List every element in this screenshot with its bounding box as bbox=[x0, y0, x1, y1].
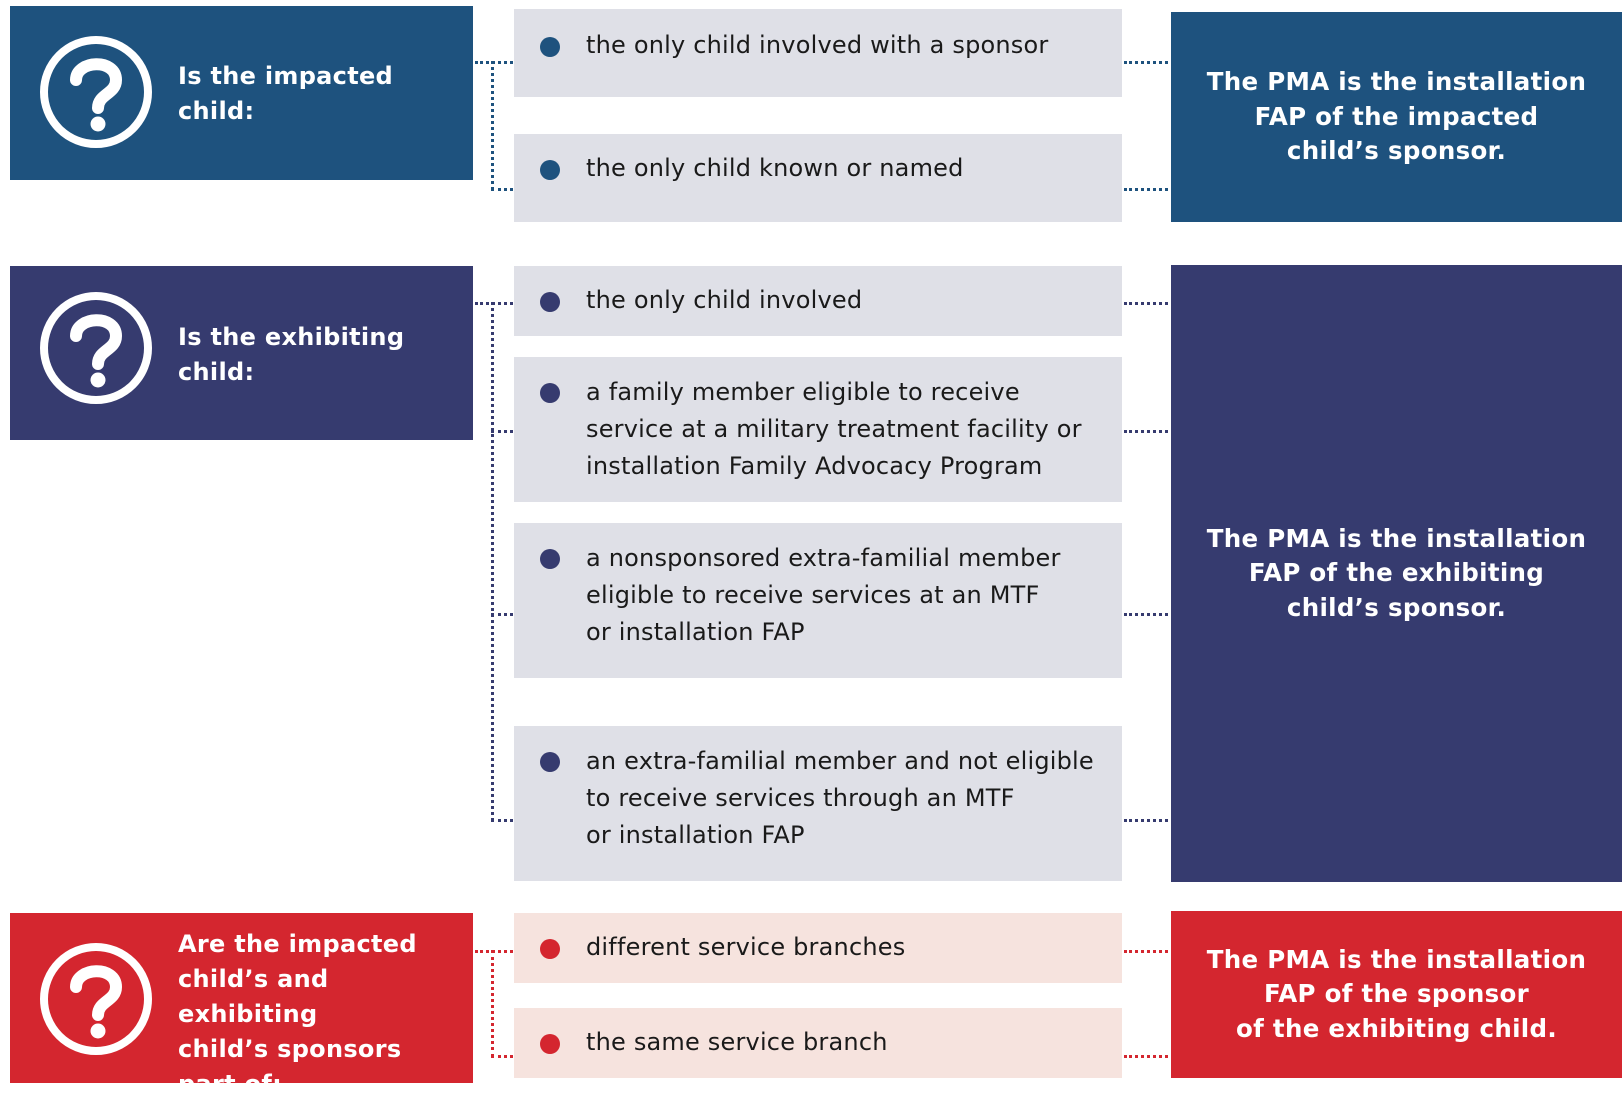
result-line: of the exhibiting child. bbox=[1236, 1013, 1557, 1043]
result-line: The PMA is the installation bbox=[1206, 944, 1587, 974]
question-line: child’s and exhibiting bbox=[178, 965, 329, 1028]
option-line: or installation FAP bbox=[586, 618, 805, 646]
bullet-dot bbox=[540, 752, 560, 772]
connector-line bbox=[1124, 613, 1168, 616]
option-text: the only child involved bbox=[586, 286, 863, 314]
option-text: different service branches bbox=[586, 933, 906, 961]
question-box-exhibiting: Is the exhibiting child: bbox=[10, 266, 473, 440]
option-box: the only child involved bbox=[514, 266, 1122, 336]
question-line: child: bbox=[178, 97, 255, 125]
option-line: an extra-familial member and not eligibl… bbox=[586, 747, 1094, 775]
question-mark-circle-icon bbox=[40, 943, 152, 1055]
connector-line bbox=[1124, 819, 1168, 822]
question-mark-circle-icon bbox=[40, 36, 152, 148]
connector-line bbox=[475, 302, 513, 305]
connector-line bbox=[491, 613, 513, 616]
question-line: child: bbox=[178, 358, 255, 386]
question-text: Is the exhibiting child: bbox=[178, 320, 404, 390]
question-text: Is the impacted child: bbox=[178, 59, 393, 129]
option-box: a family member eligible to receive serv… bbox=[514, 357, 1122, 502]
question-line: child’s sponsors bbox=[178, 1035, 402, 1063]
option-line: eligible to receive services at an MTF bbox=[586, 581, 1040, 609]
option-text: a family member eligible to receive serv… bbox=[586, 374, 1112, 485]
question-text: Are the impacted child’s and exhibiting … bbox=[178, 927, 473, 1102]
bullet-dot bbox=[540, 292, 560, 312]
result-line: The PMA is the installation bbox=[1206, 523, 1587, 553]
result-line: FAP of the sponsor bbox=[1264, 979, 1529, 1009]
question-mark-circle-icon bbox=[40, 292, 152, 404]
option-box: a nonsponsored extra-familial member eli… bbox=[514, 523, 1122, 678]
result-box-impacted-sponsor: The PMA is the installation FAP of the i… bbox=[1171, 12, 1622, 222]
result-box-exhibiting-child-sponsor: The PMA is the installation FAP of the s… bbox=[1171, 911, 1622, 1078]
connector-line bbox=[491, 1055, 513, 1058]
connector-line bbox=[1124, 430, 1168, 433]
question-line: Is the impacted bbox=[178, 62, 394, 90]
connector-line bbox=[491, 819, 513, 822]
option-text: the same service branch bbox=[586, 1028, 888, 1056]
connector-line bbox=[491, 188, 513, 191]
option-box: an extra-familial member and not eligibl… bbox=[514, 726, 1122, 881]
connector-line bbox=[1124, 61, 1168, 64]
connector-line bbox=[475, 950, 513, 953]
bullet-dot bbox=[540, 1034, 560, 1054]
result-line: FAP of the impacted bbox=[1254, 101, 1539, 131]
question-box-impacted: Is the impacted child: bbox=[10, 6, 473, 180]
option-box: the only child known or named bbox=[514, 134, 1122, 222]
option-line: to receive services through an MTF bbox=[586, 784, 1015, 812]
bullet-dot bbox=[540, 549, 560, 569]
question-line: Are the impacted bbox=[178, 930, 417, 958]
bullet-dot bbox=[540, 383, 560, 403]
question-box-sponsors: Are the impacted child’s and exhibiting … bbox=[10, 913, 473, 1098]
result-line: The PMA is the installation bbox=[1206, 67, 1587, 97]
result-line: FAP of the exhibiting bbox=[1248, 558, 1545, 588]
connector-line bbox=[491, 302, 494, 821]
option-box: different service branches bbox=[514, 913, 1122, 983]
option-line: installation Family Advocacy Program bbox=[586, 452, 1043, 480]
result-box-exhibiting-sponsor: The PMA is the installation FAP of the e… bbox=[1171, 265, 1622, 882]
bullet-dot bbox=[540, 37, 560, 57]
option-line: a nonsponsored extra-familial member bbox=[586, 544, 1061, 572]
connector-line bbox=[491, 430, 513, 433]
connector-line bbox=[1124, 1055, 1168, 1058]
option-text: an extra-familial member and not eligibl… bbox=[586, 743, 1112, 854]
option-line: a family member eligible to receive bbox=[586, 378, 1020, 406]
option-text: the only child known or named bbox=[586, 154, 964, 182]
connector-line bbox=[475, 61, 513, 64]
connector-line bbox=[1124, 950, 1168, 953]
option-box: the same service branch bbox=[514, 1008, 1122, 1078]
option-line: or installation FAP bbox=[586, 821, 805, 849]
connector-line bbox=[1124, 302, 1168, 305]
option-line: service at a military treatment facility… bbox=[586, 415, 1082, 443]
result-line: child’s sponsor. bbox=[1286, 592, 1507, 622]
option-box: the only child involved with a sponsor bbox=[514, 9, 1122, 97]
option-text: a nonsponsored extra-familial member eli… bbox=[586, 540, 1112, 651]
question-line: Is the exhibiting bbox=[178, 323, 405, 351]
connector-line bbox=[491, 61, 494, 190]
question-line: part of: bbox=[178, 1070, 282, 1098]
connector-line bbox=[1124, 188, 1168, 191]
bullet-dot bbox=[540, 160, 560, 180]
option-text: the only child involved with a sponsor bbox=[586, 31, 1049, 59]
bullet-dot bbox=[540, 939, 560, 959]
result-line: child’s sponsor. bbox=[1286, 136, 1507, 166]
connector-line bbox=[491, 950, 494, 1057]
